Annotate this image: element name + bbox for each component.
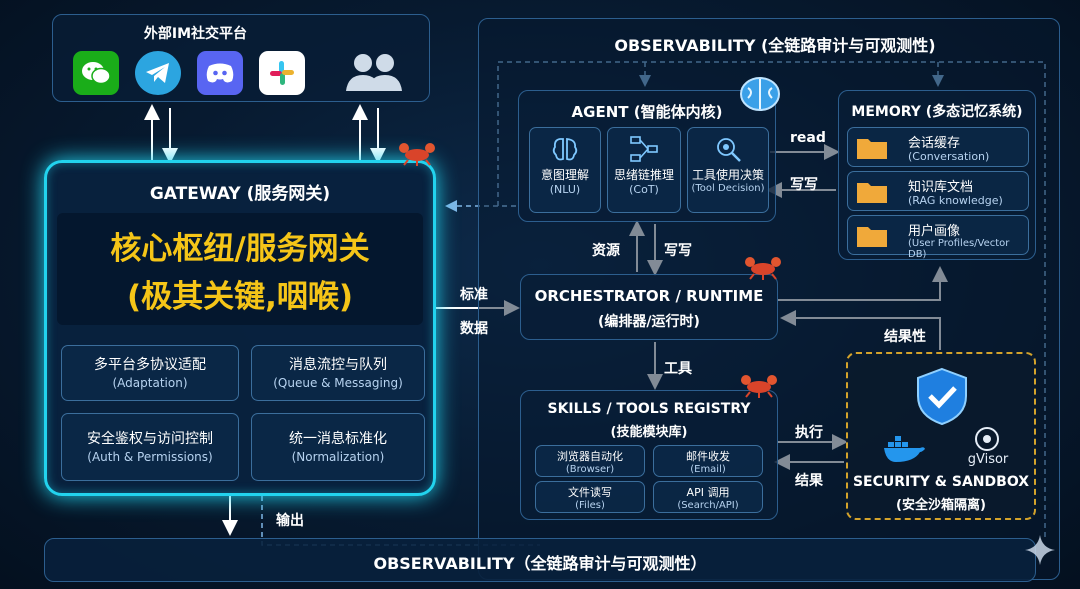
flowchart-icon [608, 134, 680, 166]
email-card-en: (Email) [690, 464, 726, 475]
shield-check-icon [914, 366, 970, 426]
agent-title: AGENT (智能体内核) [571, 103, 723, 121]
auth-card-cn: 安全鉴权与访问控制 [87, 431, 213, 447]
label-resource: 资源 [592, 243, 620, 259]
sandbox-title: SECURITY & SANDBOX [852, 474, 1030, 490]
label-read: read [790, 130, 826, 146]
nlu-card[interactable]: 意图理解 (NLU) [529, 127, 601, 213]
slack-icon[interactable] [259, 51, 305, 95]
browser-card[interactable]: 浏览器自动化 (Browser) [535, 445, 645, 477]
gateway-headline-1: 核心枢纽/服务网关 [110, 231, 370, 267]
agent-panel: AGENT (智能体内核) 意图理解 (NLU) 思绪链推理 (CoT) 工具使… [518, 90, 776, 222]
tool-decision-card[interactable]: 工具使用决策 (Tool Decision) [687, 127, 769, 213]
sparkle-icon [1024, 534, 1056, 566]
memory-panel: MEMORY (多态记忆系统) 会话缓存 (Conversation) 知识库文… [838, 90, 1036, 260]
conversation-item-en: (Conversation) [908, 150, 990, 163]
label-write-orchestrator: 写写 [664, 243, 692, 259]
normalization-card[interactable]: 统一消息标准化 (Normalization) [251, 413, 425, 481]
observability-bottom-bar: OBSERVABILITY（全链路审计与可观测性） [44, 538, 1036, 582]
label-result-nature: 结果性 [884, 329, 926, 345]
label-standard: 标准 [460, 287, 488, 303]
conversation-item-cn: 会话缓存 [908, 136, 961, 151]
files-card-cn: 文件读写 [568, 486, 612, 499]
cot-card-en: (CoT) [629, 183, 659, 196]
observability-bottom-title: OBSERVABILITY（全链路审计与可观测性） [373, 554, 707, 573]
skills-sub: (技能模块库) [610, 425, 688, 440]
gateway-panel: GATEWAY (服务网关) 核心枢纽/服务网关 (极其关键,咽喉) 多平台多协… [44, 160, 436, 496]
label-output: 输出 [276, 513, 304, 529]
orchestrator-panel: ORCHESTRATOR / RUNTIME (编排器/运行时) [520, 274, 778, 340]
tool-decision-card-cn: 工具使用决策 [691, 168, 764, 182]
sandbox-panel: gVisor SECURITY & SANDBOX (安全沙箱隔离) [846, 352, 1036, 520]
wechat-icon[interactable] [73, 51, 119, 95]
orchestrator-title: ORCHESTRATOR / RUNTIME [534, 287, 764, 305]
nlu-card-en: (NLU) [549, 183, 581, 196]
skills-title: SKILLS / TOOLS REGISTRY [547, 401, 751, 417]
user-profiles-item-en: (User Profiles/Vector DB) [908, 238, 1010, 260]
gateway-title: GATEWAY (服务网关) [149, 184, 331, 204]
folder-icon [856, 180, 888, 204]
normalization-card-en: (Normalization) [291, 450, 385, 464]
normalization-card-cn: 统一消息标准化 [289, 431, 387, 447]
tool-decision-card-en: (Tool Decision) [691, 183, 765, 194]
gvisor-icon [974, 426, 1000, 452]
brain-icon [530, 134, 600, 166]
folder-icon [856, 136, 888, 160]
lobster-icon [740, 372, 778, 398]
discord-icon[interactable] [197, 51, 243, 95]
files-card-en: (Files) [575, 500, 605, 511]
queue-card-cn: 消息流控与队列 [289, 357, 387, 373]
lobster-icon [744, 254, 782, 280]
gvisor-label: gVisor [967, 452, 1009, 467]
api-card-cn: API 调用 [686, 486, 730, 499]
adaptation-card-cn: 多平台多协议适配 [94, 357, 206, 373]
browser-card-en: (Browser) [565, 464, 615, 475]
users-icon[interactable] [338, 47, 408, 97]
sandbox-sub: (安全沙箱隔离) [896, 498, 986, 513]
user-profiles-item-cn: 用户画像 [908, 224, 961, 239]
lobster-icon [398, 140, 436, 166]
skills-panel: SKILLS / TOOLS REGISTRY (技能模块库) 浏览器自动化 (… [520, 390, 778, 520]
docker-icon [882, 432, 926, 464]
auth-card[interactable]: 安全鉴权与访问控制 (Auth & Permissions) [61, 413, 239, 481]
nlu-card-cn: 意图理解 [540, 168, 589, 182]
folder-icon [856, 224, 888, 248]
label-result: 结果 [795, 473, 823, 489]
label-data: 数据 [460, 321, 488, 337]
queue-card-en: (Queue & Messaging) [273, 376, 403, 390]
api-card[interactable]: API 调用 (Search/API) [653, 481, 763, 513]
user-profiles-item[interactable]: 用户画像 (User Profiles/Vector DB) [847, 215, 1029, 260]
api-card-en: (Search/API) [677, 500, 739, 511]
telegram-icon[interactable] [135, 51, 181, 95]
adaptation-card[interactable]: 多平台多协议适配 (Adaptation) [61, 345, 239, 401]
label-exec: 执行 [795, 425, 823, 441]
auth-card-en: (Auth & Permissions) [87, 450, 213, 464]
conversation-item[interactable]: 会话缓存 (Conversation) [847, 127, 1029, 167]
orchestrator-sub: (编排器/运行时) [598, 314, 700, 330]
browser-card-cn: 浏览器自动化 [557, 450, 623, 463]
platforms-panel: 外部IM社交平台 [52, 14, 430, 102]
memory-title: MEMORY (多态记忆系统) [851, 104, 1023, 120]
email-card-cn: 邮件收发 [686, 450, 730, 463]
queue-card[interactable]: 消息流控与队列 (Queue & Messaging) [251, 345, 425, 401]
brain-badge-icon [738, 74, 782, 114]
gateway-headline-2: (极其关键,咽喉) [126, 279, 354, 315]
gear-search-icon [688, 134, 768, 166]
rag-knowledge-item-cn: 知识库文档 [908, 180, 974, 195]
cot-card[interactable]: 思绪链推理 (CoT) [607, 127, 681, 213]
platforms-title: 外部IM社交平台 [143, 26, 248, 42]
email-card[interactable]: 邮件收发 (Email) [653, 445, 763, 477]
label-tool: 工具 [664, 361, 692, 377]
label-write-memory: 写写 [790, 177, 818, 193]
adaptation-card-en: (Adaptation) [112, 376, 188, 390]
rag-knowledge-item[interactable]: 知识库文档 (RAG knowledge) [847, 171, 1029, 211]
observability-top-title: OBSERVABILITY (全链路审计与可观测性) [614, 36, 936, 55]
files-card[interactable]: 文件读写 (Files) [535, 481, 645, 513]
rag-knowledge-item-en: (RAG knowledge) [908, 194, 1003, 207]
cot-card-cn: 思绪链推理 [613, 168, 674, 182]
gateway-headline-box: 核心枢纽/服务网关 (极其关键,咽喉) [57, 213, 423, 325]
